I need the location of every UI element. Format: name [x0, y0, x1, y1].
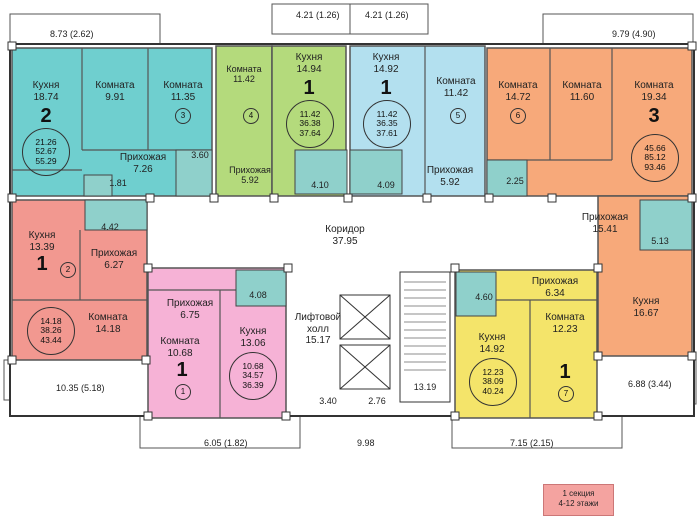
bath-apt1-left	[84, 199, 148, 231]
apt1-yellow-rooms: 1	[559, 361, 571, 383]
apt-number-5: 5	[450, 108, 466, 124]
balcony-top-center-b	[349, 3, 429, 35]
apt-green-bath: 4.10	[311, 180, 329, 190]
bath-pink	[235, 269, 287, 307]
apt1-yellow-bath: 4.60	[475, 292, 493, 302]
bath-apt3-b	[639, 199, 693, 251]
legend-floors: 4-12 этажи	[558, 498, 599, 508]
apt2-rooms: 2	[40, 105, 52, 127]
section-legend: 1 секция 4-12 этажи	[543, 484, 614, 516]
apt-number-7: 7	[558, 386, 574, 402]
bath-green	[294, 149, 348, 195]
dim-left-bottom: 10.35 (5.18)	[56, 383, 105, 393]
apt-number-3: 3	[175, 108, 191, 124]
balcony-top-center-a	[271, 3, 351, 35]
apt-number-6: 6	[510, 108, 526, 124]
bath-apt3-a	[486, 159, 528, 197]
apt3-bath2: 5.13	[651, 236, 669, 246]
apt-number-2: 2	[60, 262, 76, 278]
dim-bottom-center: 9.98	[357, 438, 375, 448]
apt-green-rooms: 1	[303, 77, 315, 99]
area-2-76: 2.76	[368, 396, 386, 406]
dim-top-center-b: 4.21 (1.26)	[365, 10, 409, 20]
bath-blue	[349, 149, 403, 195]
apt2-bath2: 1.81	[109, 178, 127, 188]
apt-blue-rooms: 1	[380, 77, 392, 99]
apt3-bath1: 2.25	[506, 176, 524, 186]
area-13-19: 13.19	[413, 382, 437, 392]
apt1-left-rooms: 1	[36, 253, 48, 275]
apt2-bath1: 3.60	[191, 150, 209, 160]
dim-top-center-a: 4.21 (1.26)	[296, 10, 340, 20]
dim-right-bottom: 6.88 (3.44)	[628, 379, 672, 389]
apt1-pink-bath: 4.08	[249, 290, 267, 300]
apt-number-1: 1	[175, 384, 191, 400]
dim-bottom-right: 7.15 (2.15)	[510, 438, 554, 448]
dim-top-right: 9.79 (4.90)	[612, 29, 656, 39]
bath-yellow	[455, 271, 497, 317]
area-3-40: 3.40	[319, 396, 337, 406]
stairwell	[399, 271, 451, 403]
bath-apt2-a	[175, 149, 213, 197]
dim-top-left: 8.73 (2.62)	[50, 29, 94, 39]
bath-apt2-b	[83, 174, 113, 197]
apt1-pink-rooms: 1	[176, 359, 188, 381]
dim-bottom-left: 6.05 (1.82)	[204, 438, 248, 448]
apt1-left-bath: 4.42	[101, 222, 119, 232]
apt-blue-bath: 4.09	[377, 180, 395, 190]
apt3-rooms: 3	[648, 105, 660, 127]
legend-section: 1 секция	[562, 489, 595, 498]
balcony-top-left	[9, 13, 161, 47]
apt-number-4: 4	[243, 108, 259, 124]
